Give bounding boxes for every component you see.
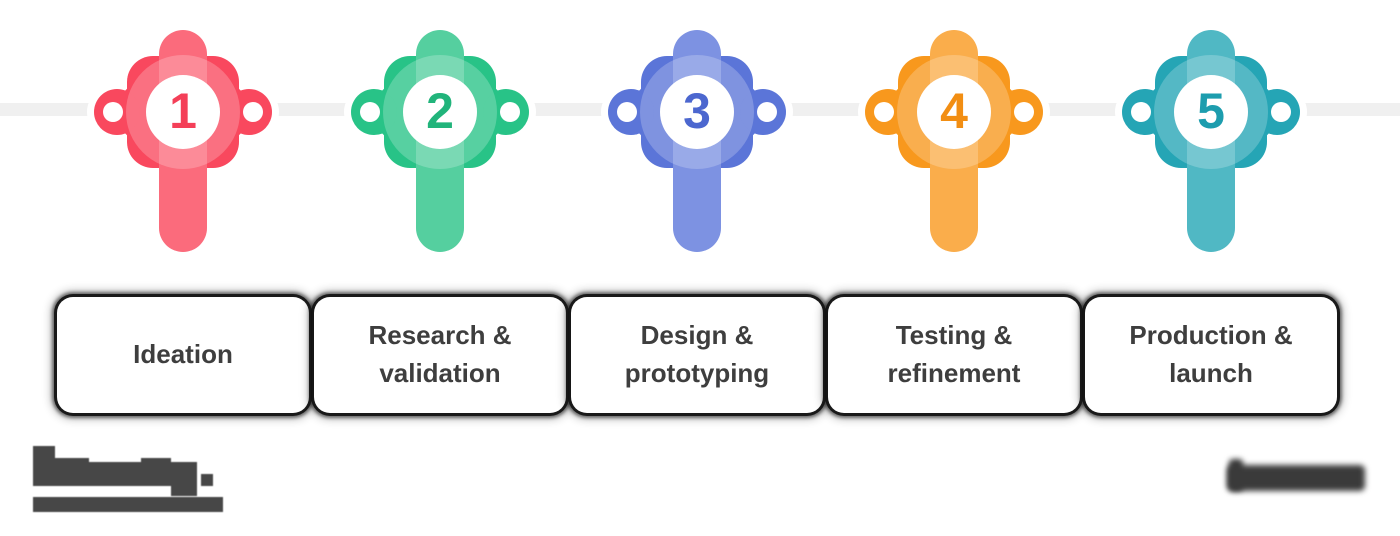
step-label: Testing & refinement [887, 320, 1021, 388]
step-label-card: Testing & refinement [828, 297, 1080, 413]
step-label-card: Research & validation [314, 297, 566, 413]
step-marker: 4 [858, 30, 1050, 254]
logo-pixel-block [201, 474, 213, 486]
step-label-card: Design & prototyping [571, 297, 823, 413]
step-label: Design & prototyping [624, 320, 770, 388]
connector-dot-right [1014, 102, 1034, 122]
timeline-step: 4 Testing & refinement [828, 0, 1080, 536]
logo-pixel-block [171, 462, 197, 496]
step-number-circle: 5 [1174, 75, 1248, 149]
timeline-step: 5 Production & launch [1085, 0, 1337, 536]
logo-pixel-block [55, 458, 89, 486]
logo-underline [33, 497, 223, 512]
timeline-step: 2 Research & validation [314, 0, 566, 536]
step-marker: 3 [601, 30, 793, 254]
pixelated-logo-watermark [33, 446, 225, 514]
blurred-text-watermark [1227, 459, 1365, 493]
connector-dot-right [757, 102, 777, 122]
step-marker: 2 [344, 30, 536, 254]
blurred-text-fragment [1227, 465, 1365, 491]
step-marker: 1 [87, 30, 279, 254]
step-number: 1 [169, 83, 197, 139]
timeline-step: 1 Ideation [57, 0, 309, 536]
step-label: Production & launch [1129, 320, 1293, 388]
logo-pixel-block [89, 462, 141, 486]
step-number: 3 [683, 83, 711, 139]
logo-pixel-block [33, 446, 55, 486]
step-label-card: Production & launch [1085, 297, 1337, 413]
connector-dot-left [874, 102, 894, 122]
step-number: 5 [1197, 83, 1225, 139]
step-number: 4 [940, 83, 968, 139]
connector-dot-right [500, 102, 520, 122]
connector-dot-right [243, 102, 263, 122]
timeline-step: 3 Design & prototyping [571, 0, 823, 536]
connector-dot-left [360, 102, 380, 122]
connector-dot-left [1131, 102, 1151, 122]
logo-pixel-block [141, 458, 171, 486]
step-number-circle: 3 [660, 75, 734, 149]
step-number-circle: 4 [917, 75, 991, 149]
step-label: Research & validation [368, 320, 512, 388]
step-marker: 5 [1115, 30, 1307, 254]
step-number-circle: 2 [403, 75, 477, 149]
connector-dot-right [1271, 102, 1291, 122]
connector-dot-left [103, 102, 123, 122]
step-label-card: Ideation [57, 297, 309, 413]
step-number: 2 [426, 83, 454, 139]
connector-dot-left [617, 102, 637, 122]
step-number-circle: 1 [146, 75, 220, 149]
step-label: Ideation [133, 339, 233, 370]
